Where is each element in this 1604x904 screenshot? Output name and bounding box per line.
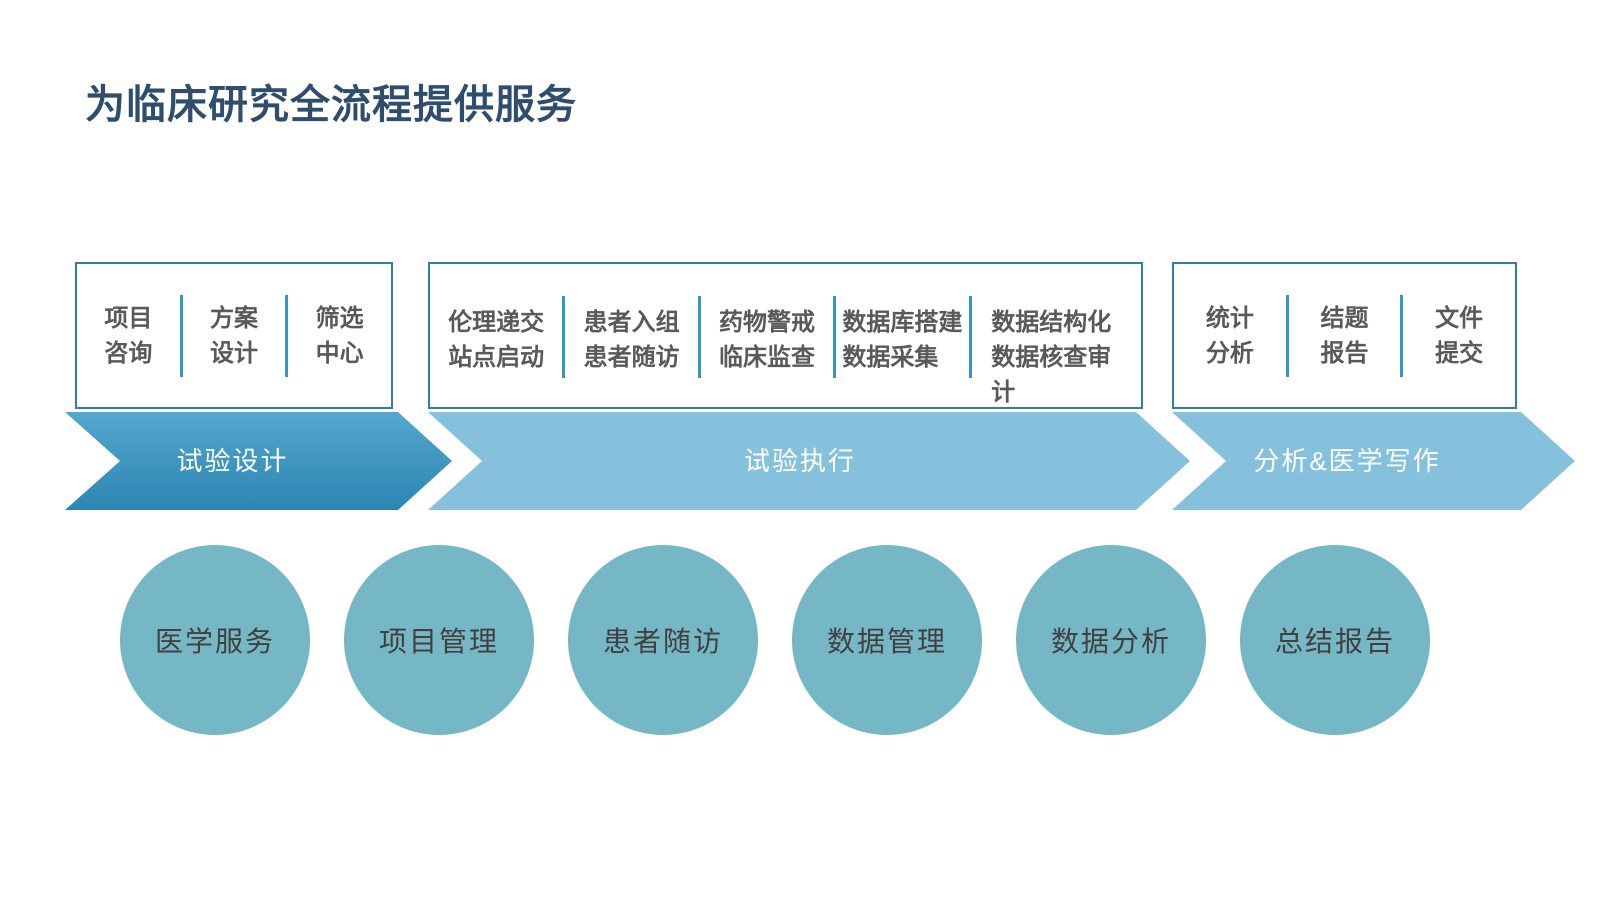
service-label: 项目管理 — [378, 626, 499, 657]
service-circle-patient-followup: 患者随访 — [568, 545, 758, 735]
service-label: 数据管理 — [826, 626, 947, 657]
stage-item: 数据库搭建 数据采集 — [836, 305, 968, 375]
service-label: 医学服务 — [154, 626, 275, 657]
divider — [562, 296, 566, 378]
arrow-label-trial-design: 试验设计 — [176, 446, 289, 476]
stage-item-label: 数据结构化 数据核查审计 — [991, 309, 1112, 406]
stage-item: 结题 报告 — [1289, 301, 1401, 371]
page-title: 为临床研究全流程提供服务 — [85, 83, 577, 127]
service-label: 总结报告 — [1274, 626, 1395, 657]
stage-box-trial-execution: 伦理递交 站点启动 患者入组 患者随访 药物警戒 临床监查 数据库搭建 数据采集… — [428, 262, 1143, 409]
stage-item: 药物警戒 临床监查 — [701, 305, 833, 375]
divider — [1400, 294, 1404, 377]
arrow-shape-trial-design — [65, 412, 452, 510]
stage-item-label: 文件 提交 — [1435, 304, 1484, 367]
service-circle-data-analysis: 数据分析 — [1016, 545, 1206, 735]
arrow-label-analysis-writing: 分析&医学写作 — [1253, 446, 1441, 476]
service-circle-summary-report: 总结报告 — [1240, 545, 1430, 735]
stage-item-label: 药物警戒 临床监查 — [718, 309, 815, 371]
stage-item: 方案 设计 — [183, 301, 286, 371]
divider — [697, 296, 701, 378]
service-circle-data-management: 数据管理 — [792, 545, 982, 735]
divider — [968, 296, 972, 378]
stage-item-label: 筛选 中心 — [315, 304, 364, 367]
stage-item: 统计 分析 — [1174, 301, 1286, 371]
stage-item-label: 结题 报告 — [1320, 304, 1369, 367]
arrow-label-trial-execution: 试验执行 — [743, 446, 856, 476]
stage-item: 文件 提交 — [1403, 301, 1515, 371]
divider — [179, 294, 183, 377]
stage-item-label: 项目 咨询 — [104, 304, 153, 367]
stage-item-label: 统计 分析 — [1205, 304, 1254, 367]
stage-item: 患者入组 患者随访 — [565, 305, 697, 375]
service-circle-medical-service: 医学服务 — [120, 545, 310, 735]
arrow-shape-analysis-writing — [1172, 412, 1575, 510]
stage-box-analysis-writing: 统计 分析 结题 报告 文件 提交 — [1172, 262, 1517, 409]
process-arrows — [65, 412, 1575, 510]
service-circle-project-management: 项目管理 — [344, 545, 534, 735]
stage-item: 筛选 中心 — [288, 301, 391, 371]
stage-item-label: 患者入组 患者随访 — [583, 309, 680, 371]
arrow-shape-trial-execution — [428, 412, 1190, 510]
stage-item: 数据结构化 数据核查审计 — [972, 305, 1141, 410]
service-label: 患者随访 — [602, 626, 723, 657]
divider — [285, 294, 289, 377]
stage-item-label: 数据库搭建 数据采集 — [842, 309, 963, 371]
divider — [833, 296, 837, 378]
stage-item: 项目 咨询 — [77, 301, 180, 371]
stage-item: 伦理递交 站点启动 — [430, 305, 562, 375]
stage-box-trial-design: 项目 咨询 方案 设计 筛选 中心 — [75, 262, 393, 409]
service-label: 数据分析 — [1050, 626, 1171, 657]
stage-item-label: 伦理递交 站点启动 — [448, 309, 545, 371]
stage-item-label: 方案 设计 — [210, 304, 258, 367]
divider — [1285, 294, 1289, 377]
